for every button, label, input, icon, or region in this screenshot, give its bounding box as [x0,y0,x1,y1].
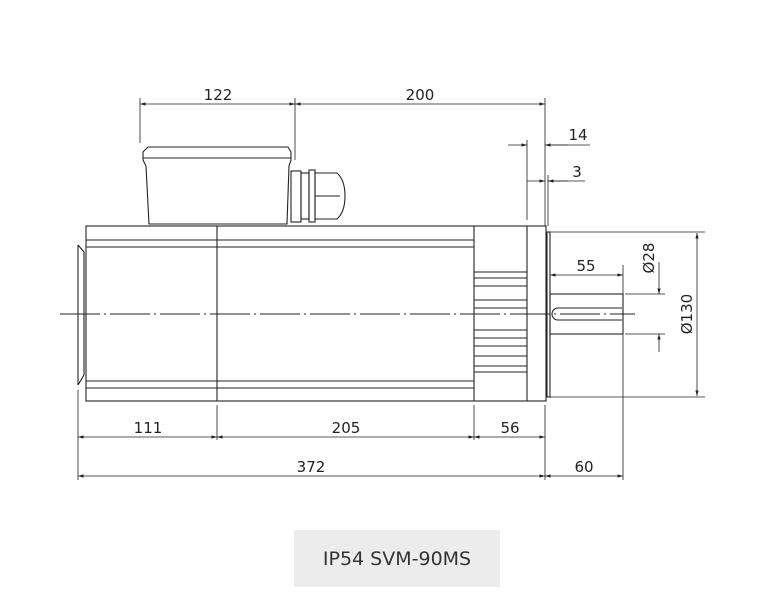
dim-total-body: 372 [297,458,326,476]
dim-shaft-length: 55 [576,257,595,275]
dim-rear-section: 111 [134,419,163,437]
dim-front-section: 56 [500,419,519,437]
dim-flange-diameter: Ø130 [678,294,696,334]
dim-shaft-total: 60 [574,458,593,476]
dim-box-length: 122 [204,86,233,104]
cable-gland [290,169,346,223]
dim-mid-section: 205 [332,419,361,437]
dim-shaft-diameter: Ø28 [640,243,658,274]
model-caption: IP54 SVM-90MS [294,530,500,587]
dim-flange-thickness: 14 [568,126,587,144]
dim-box-to-flange: 200 [406,86,435,104]
terminal-box [142,146,292,225]
dim-flange-lip: 3 [572,163,582,181]
